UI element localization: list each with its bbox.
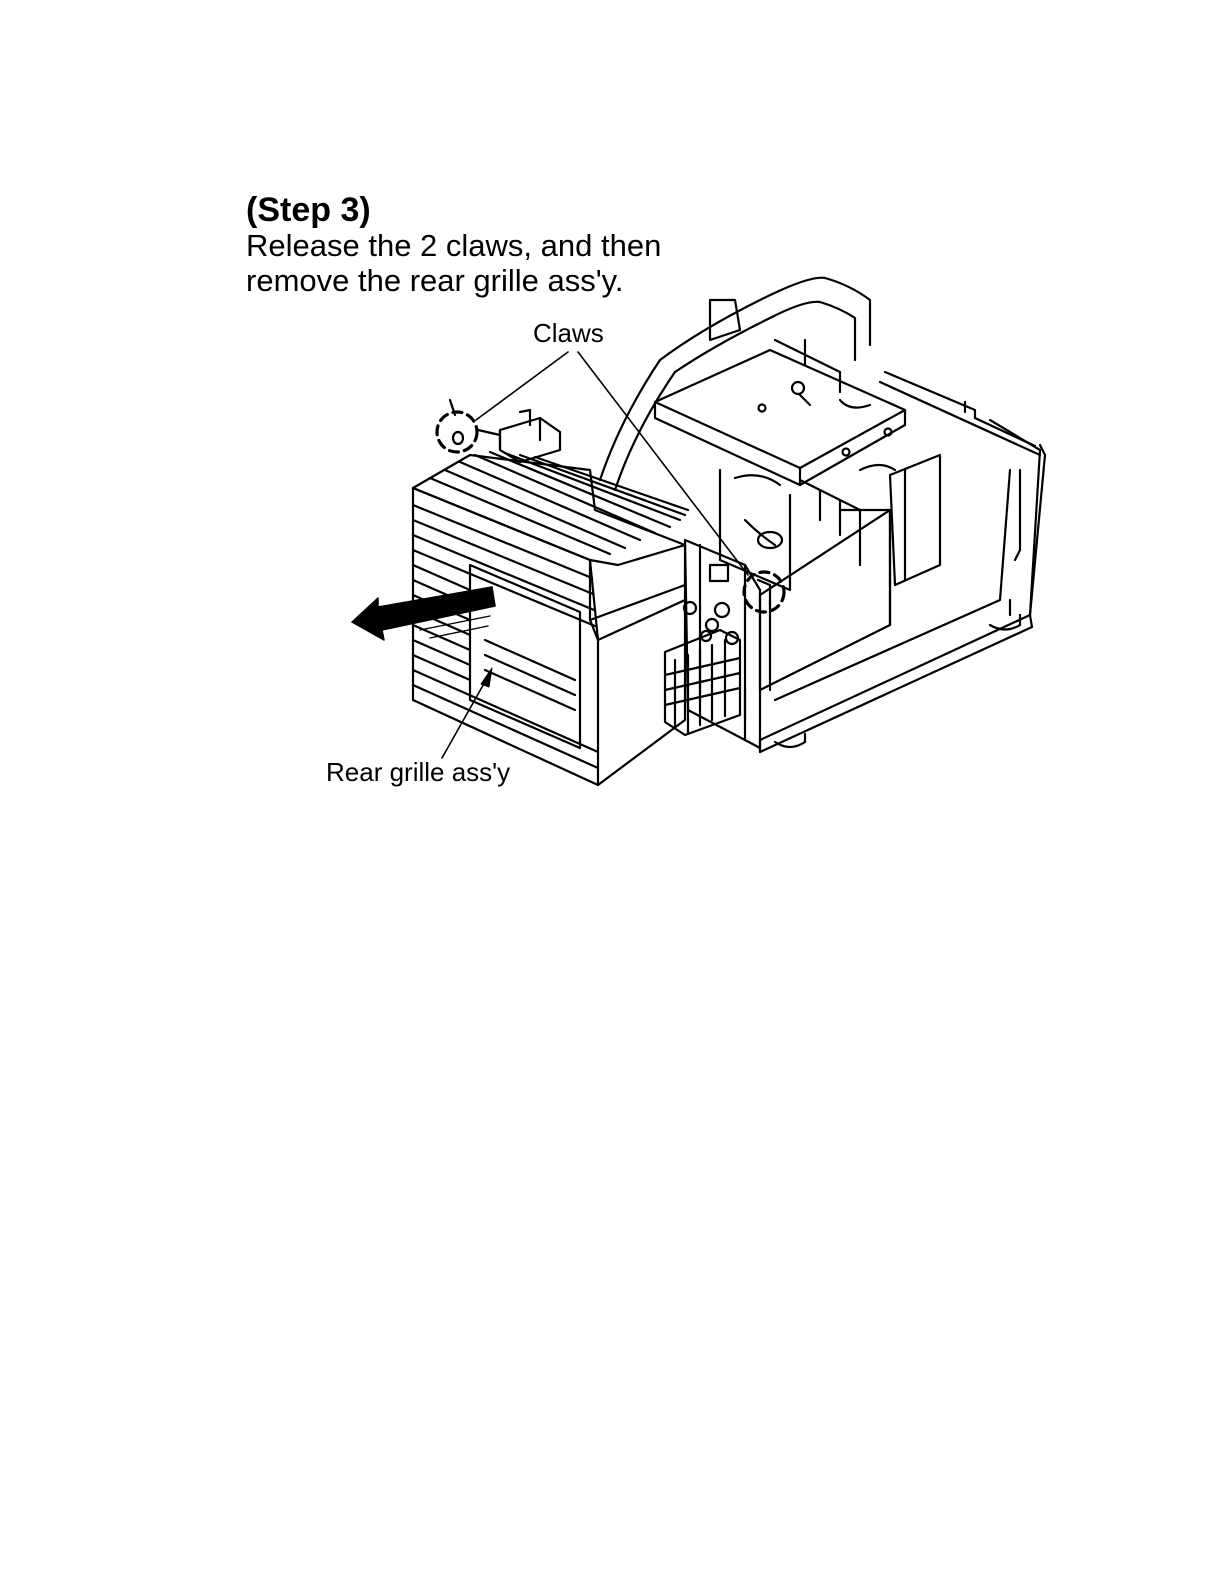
left-claw-bracket [478, 410, 560, 462]
rear-grille-callout-label: Rear grille ass'y [326, 757, 510, 787]
pcb-board [760, 510, 890, 690]
removal-direction-arrow [352, 587, 495, 640]
rear-grille-leader [442, 668, 492, 758]
ribbon-cable [600, 278, 870, 490]
claws-callout-label: Claws [533, 318, 604, 348]
internal-components [720, 455, 940, 625]
